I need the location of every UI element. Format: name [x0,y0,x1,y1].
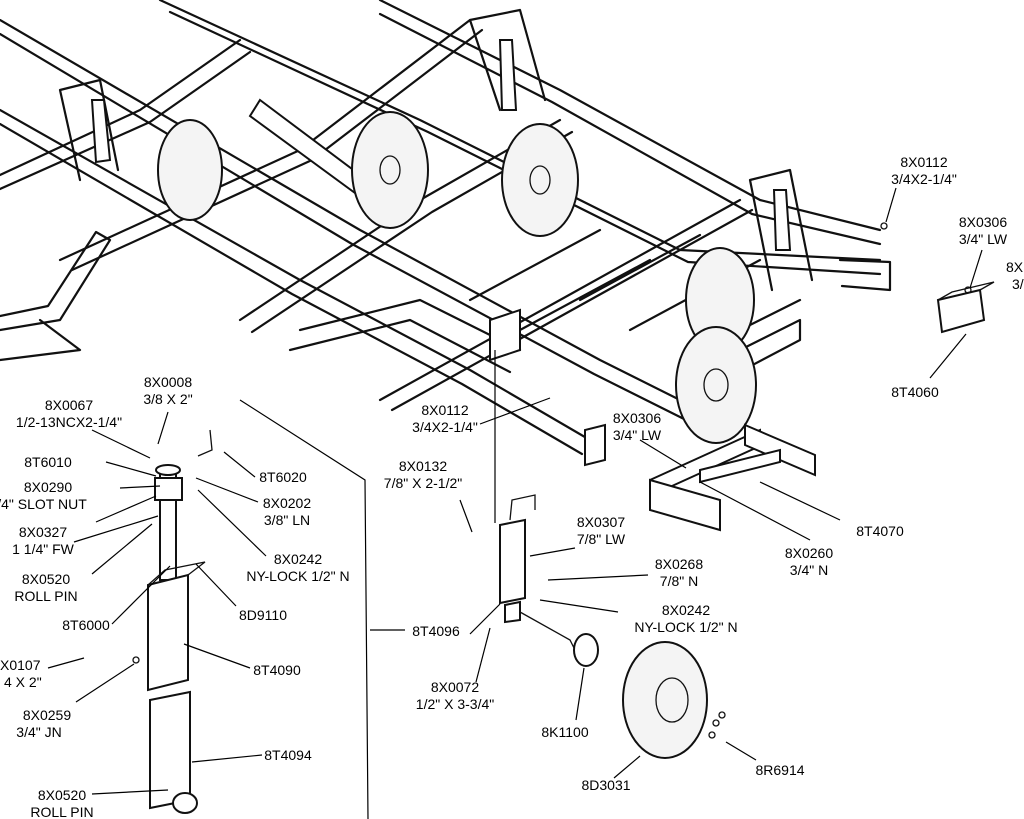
main-frame [0,0,892,467]
callout-8x0290: 8X0290/4" SLOT NUT [0,479,87,512]
callout-8t6010: 8T6010 [24,454,72,470]
leader-lines [47,187,983,795]
stand-8t4070 [649,423,816,532]
callout-8t4090: 8T4090 [253,662,301,678]
callout-8d3031: 8D3031 [581,777,630,793]
callout-8t4096: 8T4096 [412,623,460,639]
callout-8t4070: 8T4070 [856,523,904,539]
callout-8t6000: 8T6000 [62,617,110,633]
callout-8t4060: 8T4060 [891,384,939,400]
left-jack-assembly [132,429,213,814]
callout-8t4094: 8T4094 [264,747,312,763]
right-jack-assembly [499,494,726,759]
callout-8k1100: 8K1100 [541,724,588,740]
callout-8t6020: 8T6020 [259,469,307,485]
callout-8d9110: 8D9110 [239,607,287,623]
bracket-8t4060 [880,222,995,334]
group-bracket [239,350,496,819]
callout-8r6914: 8R6914 [755,762,804,778]
